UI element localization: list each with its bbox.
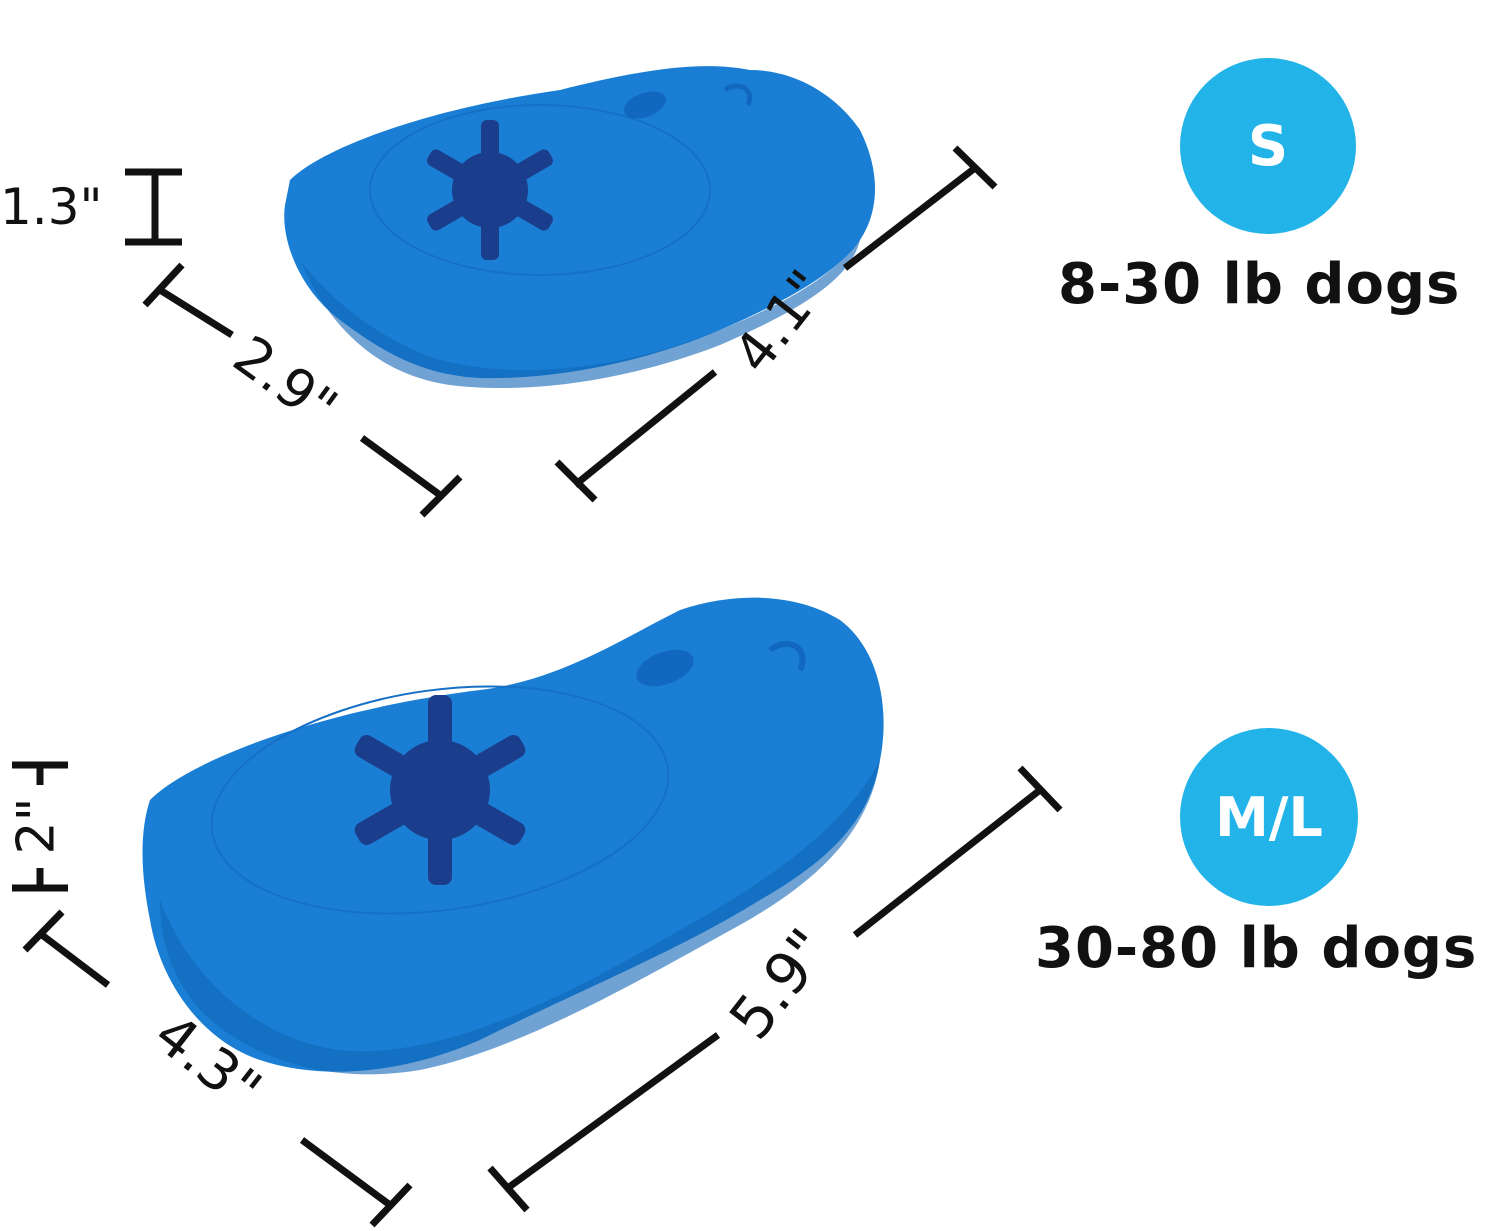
- toy-small-image: [284, 66, 875, 389]
- dimension-height-small: 1.3": [0, 178, 103, 236]
- dimension-lines-medium-large: [12, 761, 1063, 1228]
- size-badge-medium-large: M/L: [1180, 728, 1358, 906]
- dimension-lines-small: [125, 145, 998, 518]
- size-badge-small: S: [1180, 58, 1356, 234]
- weight-range-small: 8-30 lb dogs: [1058, 252, 1461, 317]
- weight-range-medium-large: 30-80 lb dogs: [1035, 916, 1478, 981]
- toy-medium-large-image: [142, 597, 884, 1075]
- dimension-height-medium-large: 2": [6, 797, 67, 855]
